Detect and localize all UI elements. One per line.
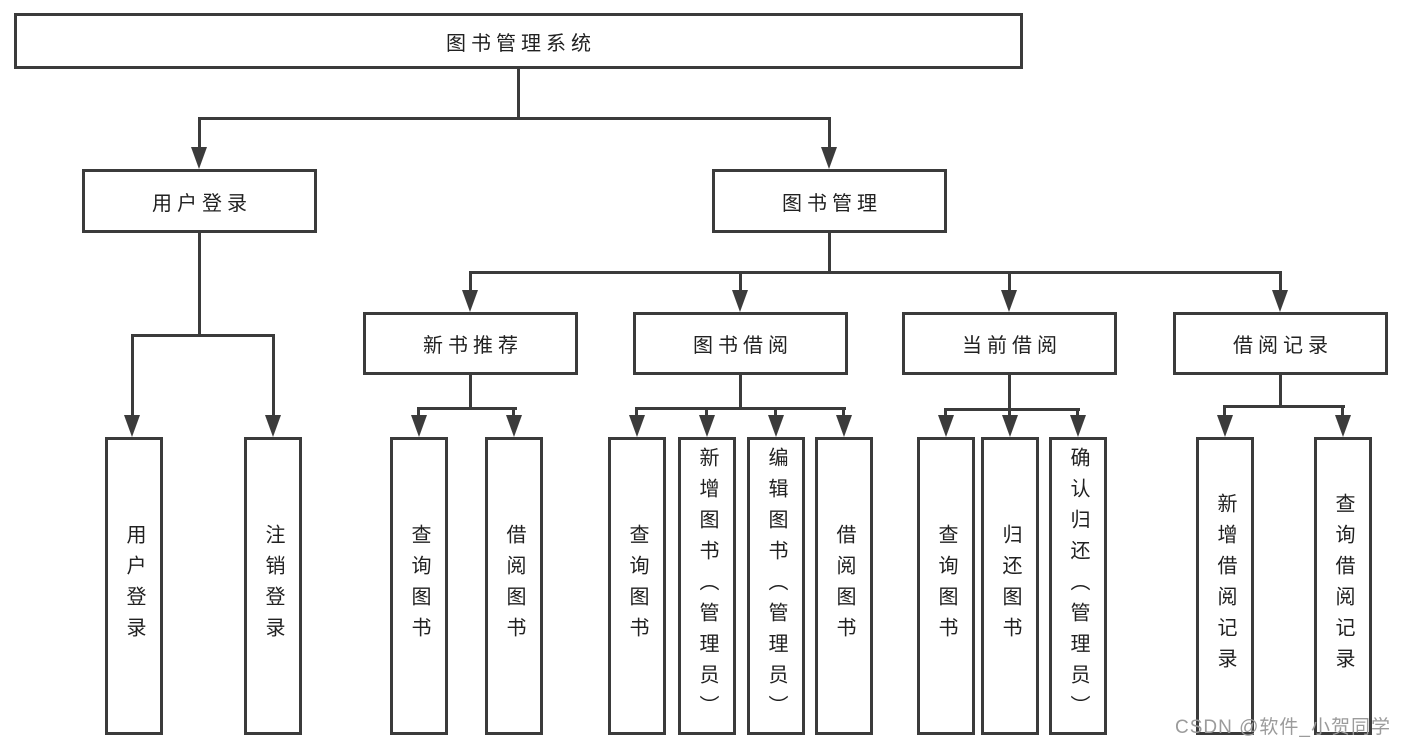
leaf-label: 确认归还（管理员）	[1067, 446, 1089, 726]
leaf-query-books-2: 查询图书	[608, 437, 666, 735]
leaf-query-borrow-record: 查询借阅记录	[1314, 437, 1372, 735]
connector-line	[705, 407, 708, 417]
arrow-down-icon	[938, 415, 954, 437]
connector-line	[469, 375, 472, 410]
arrow-down-icon	[699, 415, 715, 437]
leaf-return-books: 归还图书	[981, 437, 1039, 735]
arrow-down-icon	[836, 415, 852, 437]
arrow-down-icon	[411, 415, 427, 437]
leaf-query-books-1: 查询图书	[390, 437, 448, 735]
leaf-borrow-books-2: 借阅图书	[815, 437, 873, 735]
connector-line	[828, 117, 831, 149]
leaf-borrow-books-1: 借阅图书	[485, 437, 543, 735]
node-book-borrowing: 图书借阅	[633, 312, 848, 375]
arrow-down-icon	[1001, 290, 1017, 312]
arrow-down-icon	[768, 415, 784, 437]
connector-line	[635, 407, 638, 417]
arrow-down-icon	[1070, 415, 1086, 437]
leaf-label: 查询图书	[626, 524, 648, 648]
connector-line	[1223, 405, 1345, 408]
leaf-logout-login: 注销登录	[244, 437, 302, 735]
node-label: 新书推荐	[423, 335, 523, 357]
leaf-label: 新增借阅记录	[1214, 493, 1236, 679]
connector-line	[517, 69, 520, 120]
arrow-down-icon	[265, 415, 281, 437]
node-borrowing-records: 借阅记录	[1173, 312, 1388, 375]
connector-line	[417, 407, 517, 410]
leaf-add-book-admin: 新增图书（管理员）	[678, 437, 736, 735]
connector-line	[1279, 375, 1282, 408]
connector-line	[131, 334, 275, 337]
arrow-down-icon	[506, 415, 522, 437]
node-label: 用户登录	[152, 192, 252, 215]
node-new-book-recommend: 新书推荐	[363, 312, 578, 375]
connector-line	[1279, 271, 1282, 292]
arrow-down-icon	[732, 290, 748, 312]
connector-line	[944, 408, 1080, 411]
arrow-down-icon	[629, 415, 645, 437]
leaf-label: 查询图书	[935, 524, 957, 648]
node-current-borrowing: 当前借阅	[902, 312, 1117, 375]
leaf-edit-book-admin: 编辑图书（管理员）	[747, 437, 805, 735]
node-book-management: 图书管理	[712, 169, 947, 233]
arrow-down-icon	[1335, 415, 1351, 437]
leaf-label: 查询借阅记录	[1332, 493, 1354, 679]
node-library-system: 图书管理系统	[14, 13, 1023, 69]
connector-line	[512, 407, 515, 417]
node-label: 图书管理	[782, 192, 882, 215]
connector-line	[198, 233, 201, 337]
connector-line	[1008, 375, 1011, 411]
connector-line	[1076, 408, 1079, 417]
connector-line	[198, 117, 201, 149]
connector-line	[469, 271, 472, 292]
leaf-label: 新增图书（管理员）	[696, 446, 718, 726]
connector-line	[828, 233, 831, 274]
connector-line	[1341, 405, 1344, 417]
leaf-label: 用户登录	[123, 524, 145, 648]
leaf-query-books-3: 查询图书	[917, 437, 975, 735]
arrow-down-icon	[124, 415, 140, 437]
connector-line	[739, 375, 742, 410]
leaf-add-borrow-record: 新增借阅记录	[1196, 437, 1254, 735]
arrow-down-icon	[1217, 415, 1233, 437]
connector-line	[272, 334, 275, 417]
arrow-down-icon	[462, 290, 478, 312]
arrow-down-icon	[821, 147, 837, 169]
node-label: 图书借阅	[693, 335, 793, 357]
leaf-label: 借阅图书	[833, 524, 855, 648]
leaf-label: 查询图书	[408, 524, 430, 648]
connector-line	[944, 408, 947, 417]
connector-line	[469, 271, 1282, 274]
leaf-label: 借阅图书	[503, 524, 525, 648]
node-user-login: 用户登录	[82, 169, 317, 233]
node-label: 借阅记录	[1233, 335, 1333, 357]
leaf-confirm-return-admin: 确认归还（管理员）	[1049, 437, 1107, 735]
arrow-down-icon	[1272, 290, 1288, 312]
connector-line	[842, 407, 845, 417]
connector-line	[1223, 405, 1226, 417]
node-label: 图书管理系统	[446, 32, 596, 55]
connector-line	[635, 407, 846, 410]
node-label: 当前借阅	[962, 335, 1062, 357]
connector-line	[1008, 408, 1011, 417]
arrow-down-icon	[191, 147, 207, 169]
leaf-user-login: 用户登录	[105, 437, 163, 735]
leaf-label: 归还图书	[999, 524, 1021, 648]
connector-line	[198, 117, 831, 120]
connector-line	[417, 407, 420, 417]
connector-line	[131, 334, 134, 417]
leaf-label: 注销登录	[262, 524, 284, 648]
arrow-down-icon	[1002, 415, 1018, 437]
connector-line	[739, 271, 742, 292]
connector-line	[1008, 271, 1011, 292]
watermark: CSDN @软件_小贺同学	[1175, 717, 1391, 738]
connector-line	[774, 407, 777, 417]
leaf-label: 编辑图书（管理员）	[765, 446, 787, 726]
